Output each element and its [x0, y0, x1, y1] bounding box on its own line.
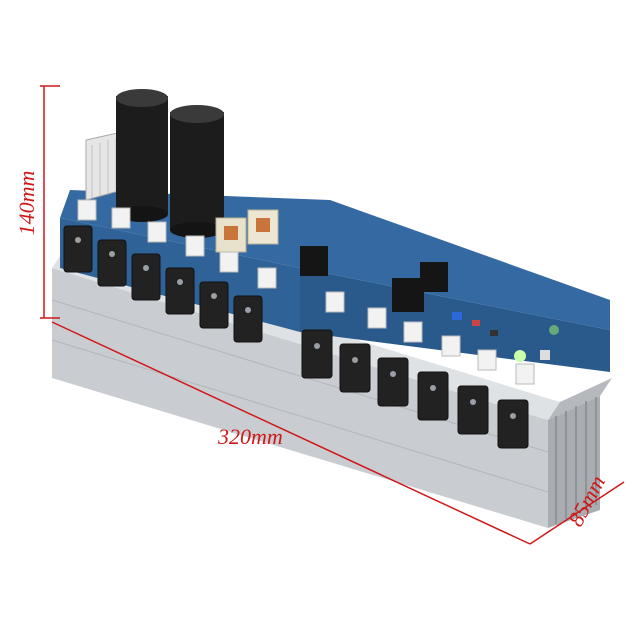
depth-dimension-line — [529, 481, 625, 545]
power-transistors — [63, 225, 529, 449]
board-heatsinks — [300, 246, 448, 312]
dimension-lines — [40, 85, 625, 545]
capacitor-right — [170, 105, 224, 238]
length-dimension-label: 320mm — [218, 424, 283, 449]
length-dimension-line — [51, 321, 531, 545]
small-components — [452, 312, 559, 362]
relays — [215, 209, 279, 253]
capacitor-left — [116, 89, 168, 222]
film-capacitors — [77, 199, 535, 385]
height-dimension-label: 140mm — [14, 170, 39, 236]
small-heatsink — [85, 131, 123, 201]
